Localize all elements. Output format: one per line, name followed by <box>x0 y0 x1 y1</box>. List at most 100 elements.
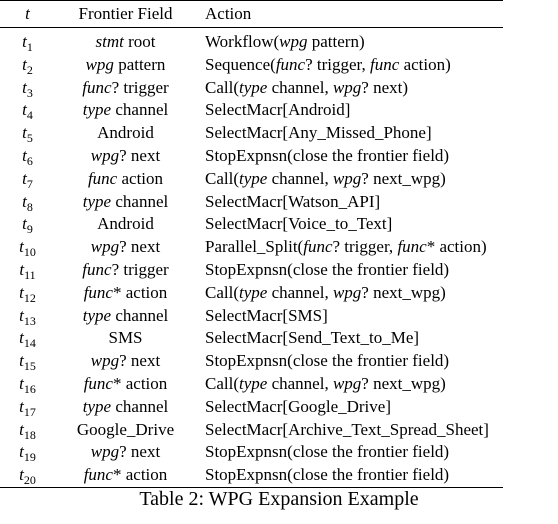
frontier-field-cell: Google_Drive <box>55 419 196 442</box>
text-run: channel <box>111 396 169 416</box>
frontier-field-cell: wpg? next <box>55 350 196 373</box>
italic-term: func <box>275 54 306 74</box>
text-run: SelectMacr[Any_Missed_Phone] <box>205 123 432 143</box>
italic-term: wpg <box>90 442 120 462</box>
italic-term: type <box>239 282 268 302</box>
action-cell: SelectMacr[Send_Text_to_Me] <box>196 327 503 350</box>
step-cell: t12 <box>0 282 55 305</box>
table-row: t11 func? trigger StopExpnsn(close the fro… <box>0 259 503 282</box>
step-variable: t <box>19 328 24 348</box>
frontier-field-cell: func action <box>55 168 196 191</box>
step-cell: t4 <box>0 99 55 122</box>
text-run: ? next_wpg) <box>361 373 446 393</box>
text-run: ? next <box>119 145 161 165</box>
step-subscript: 9 <box>26 222 33 237</box>
italic-term: type <box>82 305 112 325</box>
italic-term: func <box>397 237 427 257</box>
italic-term: func <box>82 77 112 97</box>
text-run: Call( <box>205 373 239 393</box>
action-cell: SelectMacr[SMS] <box>196 305 503 328</box>
text-run: Workflow( <box>205 32 280 51</box>
step-subscript: 5 <box>26 131 33 146</box>
italic-term: func <box>82 259 112 279</box>
text-run: action <box>117 168 164 188</box>
italic-term: wpg <box>332 77 362 97</box>
italic-term: func <box>303 237 333 257</box>
italic-term: wpg <box>332 282 362 302</box>
step-subscript: 3 <box>26 85 33 100</box>
action-cell: Sequence(func? trigger, func action) <box>196 54 503 77</box>
text-run: action) <box>399 54 451 74</box>
text-run: pattern <box>113 54 166 74</box>
text-run: StopExpnsn(close the frontier field) <box>205 259 450 279</box>
step-cell: t7 <box>0 168 55 191</box>
text-run: channel, <box>267 168 333 188</box>
italic-term: wpg <box>90 237 120 257</box>
step-variable: t <box>22 168 27 188</box>
text-run: Call( <box>205 77 239 97</box>
step-subscript: 2 <box>26 62 33 77</box>
step-variable: t <box>19 305 24 325</box>
step-variable: t <box>22 77 27 97</box>
italic-term: wpg <box>279 32 308 51</box>
frontier-field-cell: wpg? next <box>55 441 196 464</box>
text-run: SMS <box>108 328 143 348</box>
text-run: Call( <box>205 168 239 188</box>
frontier-field-cell: SMS <box>55 327 196 350</box>
frontier-field-cell: Android <box>55 122 196 145</box>
action-cell: StopExpnsn(close the frontier field) <box>196 441 503 464</box>
text-run: ? trigger <box>111 259 169 279</box>
italic-term: wpg <box>90 351 120 371</box>
italic-term: type <box>239 373 268 393</box>
text-run: SelectMacr[Archive_Text_Spread_Sheet] <box>205 419 489 439</box>
italic-term: wpg <box>90 145 120 165</box>
step-cell: t17 <box>0 396 55 419</box>
text-run: ? next_wpg) <box>361 168 446 188</box>
step-variable: t <box>19 442 24 462</box>
frontier-field-cell: type channel <box>55 305 196 328</box>
frontier-field-cell: stmt root <box>55 28 196 54</box>
text-run: Parallel_Split( <box>205 237 304 257</box>
text-run: SelectMacr[Google_Drive] <box>205 396 391 416</box>
step-cell: t11 <box>0 259 55 282</box>
step-subscript: 12 <box>23 290 36 305</box>
header-action: Action <box>205 4 252 23</box>
frontier-field-cell: type channel <box>55 191 196 214</box>
step-cell: t14 <box>0 327 55 350</box>
step-subscript: 11 <box>24 267 36 282</box>
step-variable: t <box>22 100 27 120</box>
step-variable: t <box>22 191 27 211</box>
frontier-field-cell: type channel <box>55 396 196 419</box>
text-run: SelectMacr[Voice_to_Text] <box>205 214 393 234</box>
italic-term: func <box>370 54 400 74</box>
text-run: Sequence( <box>205 54 276 74</box>
italic-term: type <box>82 191 112 211</box>
text-run: channel <box>111 305 169 325</box>
action-cell: Call(type channel, wpg? next_wpg) <box>196 373 503 396</box>
step-cell: t16 <box>0 373 55 396</box>
frontier-field-cell: func* action <box>55 282 196 305</box>
step-variable: t <box>19 373 24 393</box>
text-run: * action <box>112 373 168 393</box>
step-variable: t <box>19 237 24 257</box>
italic-term: wpg <box>332 168 362 188</box>
action-cell: SelectMacr[Google_Drive] <box>196 396 503 419</box>
step-cell: t5 <box>0 122 55 145</box>
step-cell: t9 <box>0 213 55 236</box>
text-run: ? next <box>119 442 161 462</box>
text-run: channel, <box>267 77 333 97</box>
action-cell: SelectMacr[Archive_Text_Spread_Sheet] <box>196 419 503 442</box>
step-variable: t <box>19 419 24 439</box>
text-run: ? next) <box>361 77 409 97</box>
step-cell: t1 <box>0 28 55 54</box>
